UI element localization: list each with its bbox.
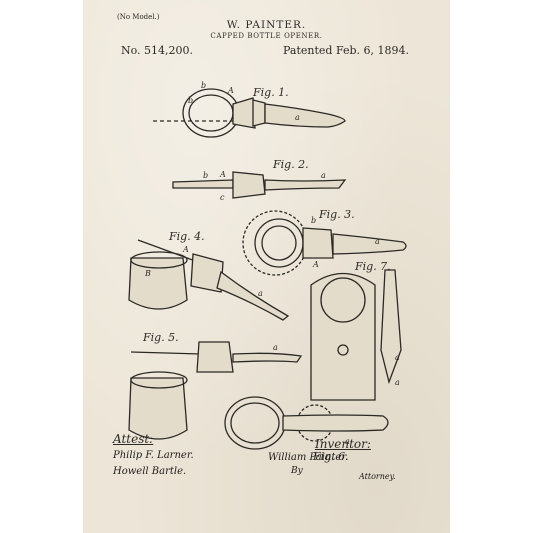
figure-6-label: Fig. 6. <box>313 450 349 463</box>
svg-text:a: a <box>375 237 380 246</box>
svg-text:A: A <box>312 260 319 269</box>
figure-5-label: Fig. 5. <box>143 331 179 344</box>
svg-text:a: a <box>345 437 350 446</box>
svg-text:a: a <box>321 171 326 180</box>
witness-signature-1: Philip F. Larner. <box>113 450 194 461</box>
patent-sheet: (No Model.) W. PAINTER. CAPPED BOTTLE OP… <box>83 0 450 533</box>
svg-text:b: b <box>201 81 206 90</box>
figure-7-label: Fig. 7. <box>355 260 391 273</box>
by-label: By <box>291 466 303 476</box>
figure-1-label: Fig. 1. <box>253 86 289 99</box>
attest-heading: Attest: <box>113 432 154 446</box>
svg-text:A: A <box>227 86 234 95</box>
svg-text:b: b <box>188 96 193 105</box>
figure-2-label: Fig. 2. <box>273 158 309 171</box>
witness-signature-2: Howell Bartle. <box>113 466 187 477</box>
inventor-heading: Inventor: <box>315 437 371 451</box>
svg-text:c: c <box>220 193 225 202</box>
svg-text:b: b <box>311 216 316 225</box>
figure-6-drawing: a <box>224 396 389 450</box>
figure-5-drawing: a <box>128 341 303 440</box>
invention-title: CAPPED BOTTLE OPENER. <box>210 32 323 40</box>
inventor-signature: William Painter. <box>268 452 349 463</box>
figure-4-drawing: Ba A <box>128 239 290 321</box>
svg-text:a: a <box>395 378 400 387</box>
patent-number: No. 514,200. <box>121 44 194 57</box>
model-note: (No Model.) <box>117 13 160 21</box>
svg-text:a: a <box>395 353 400 362</box>
svg-text:a: a <box>258 289 263 298</box>
attorney-signature: Attorney. <box>359 472 396 481</box>
svg-text:A: A <box>182 245 189 254</box>
inventor-name: W. PAINTER. <box>226 19 307 31</box>
figure-1-drawing: bA ba <box>153 81 346 138</box>
figure-7-drawing: aa <box>310 269 402 401</box>
figure-3-label: Fig. 3. <box>319 208 355 221</box>
svg-text:a: a <box>273 343 278 352</box>
svg-text:a: a <box>295 113 300 122</box>
figure-4-label: Fig. 4. <box>169 230 205 243</box>
patent-date: Patented Feb. 6, 1894. <box>283 44 410 57</box>
svg-text:B: B <box>144 269 151 278</box>
svg-text:b: b <box>203 171 208 180</box>
figure-3-drawing: bAa <box>242 210 407 276</box>
svg-text:A: A <box>219 170 226 179</box>
